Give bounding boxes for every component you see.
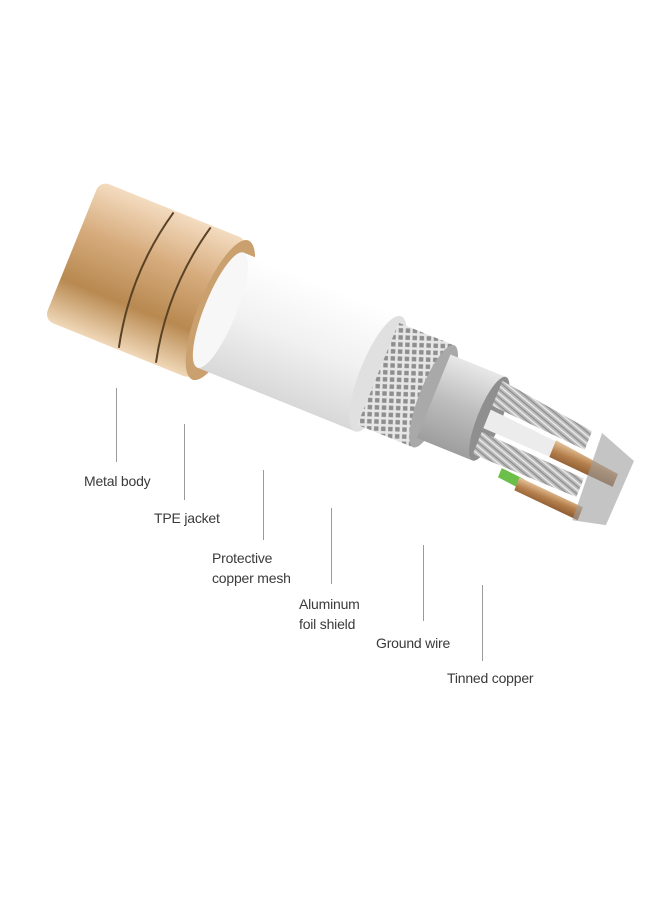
label-protective-copper-mesh: Protective copper mesh — [212, 548, 291, 588]
label-line-2: foil shield — [299, 616, 356, 632]
leader-aluminum-foil-shield — [331, 508, 332, 584]
label-metal-body: Metal body — [84, 471, 151, 491]
inner-cores — [472, 380, 634, 526]
leader-tinned-copper — [482, 585, 483, 661]
label-aluminum-foil-shield: Aluminum foil shield — [299, 594, 360, 634]
label-tpe-jacket: TPE jacket — [154, 508, 220, 528]
label-text: Ground wire — [376, 635, 451, 651]
label-text: TPE jacket — [154, 510, 220, 526]
leader-ground-wire — [423, 545, 424, 621]
label-text: Metal body — [84, 473, 151, 489]
label-ground-wire: Ground wire — [376, 633, 450, 653]
leader-tpe-jacket — [184, 424, 185, 500]
cable-body — [46, 183, 634, 526]
label-line-2: copper mesh — [212, 570, 291, 586]
leader-protective-copper-mesh — [263, 470, 264, 540]
leader-metal-body — [116, 388, 117, 462]
label-line-1: Protective — [212, 550, 273, 566]
label-line-1: Aluminum — [299, 596, 360, 612]
label-text: Tinned copper — [447, 670, 534, 686]
label-tinned-copper: Tinned copper — [447, 668, 534, 688]
